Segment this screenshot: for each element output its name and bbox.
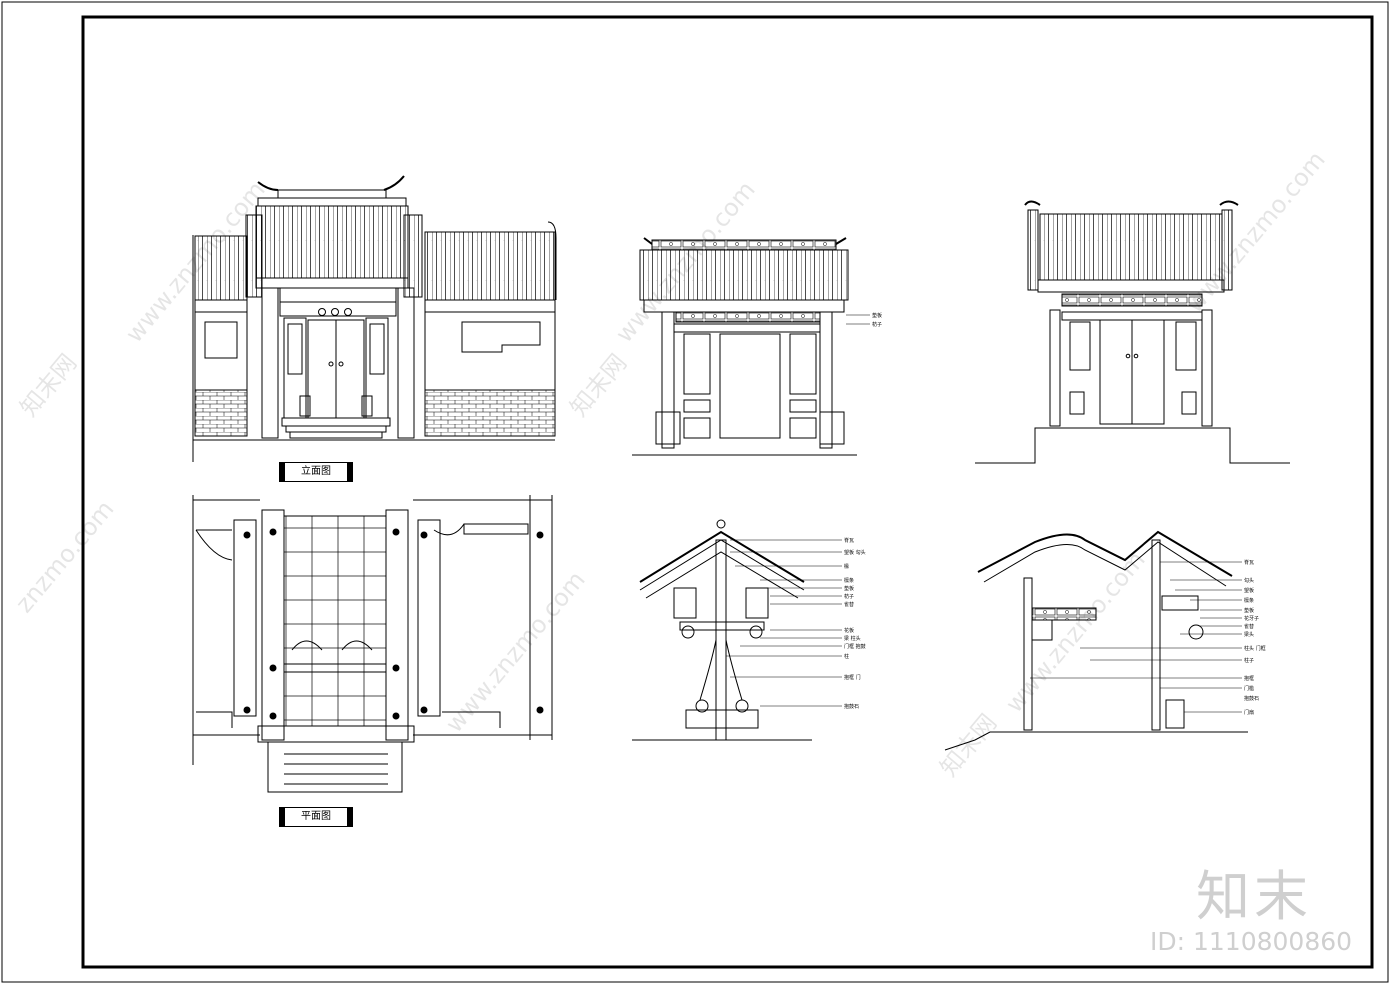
section1-label: 垫板 <box>844 586 855 592</box>
rear-elevation-drawing <box>975 200 1290 464</box>
section2-label: 花牙子 <box>1244 616 1260 622</box>
section2-label: 柱头 门框 <box>1244 646 1266 652</box>
floor-plan-drawing <box>192 495 553 793</box>
section2-label: 望板 <box>1244 588 1255 594</box>
watermark-id: ID: 1110800860 <box>1150 927 1353 956</box>
section1-label: 脊瓦 <box>844 538 855 544</box>
section2-label: 脊瓦 <box>1244 560 1255 566</box>
watermark-logo: 知末 <box>1196 865 1312 928</box>
section1-label: 花板 <box>844 628 855 634</box>
section2-label: 梁头 <box>1244 632 1255 638</box>
side-label: 垫板 <box>872 313 883 319</box>
sheet-border-inner <box>81 15 1374 969</box>
cross-section-2-drawing <box>944 530 1248 751</box>
section2-label: 檩条 <box>1244 598 1255 604</box>
elevation-title: 立面图 <box>279 462 353 482</box>
section2-label: 雀替 <box>1244 624 1255 630</box>
section2-label: 勾头 <box>1244 578 1255 584</box>
section2-label: 垫板 <box>1244 608 1255 614</box>
section2-label: 抱鼓石 <box>1244 696 1260 702</box>
section1-label: 柱 <box>844 654 850 660</box>
section1-label: 门框 抱鼓 <box>844 644 866 650</box>
section1-label: 抱框 门 <box>844 675 861 681</box>
section2-label: 抱框 <box>1244 676 1255 682</box>
section1-label: 椽 <box>844 564 850 570</box>
section1-label: 檩条 <box>844 578 855 584</box>
front-elevation-drawing <box>192 175 557 462</box>
section2-label: 柱子 <box>1244 658 1255 664</box>
section2-label: 门槛 <box>1244 686 1255 692</box>
side-elevation-drawing <box>632 237 870 456</box>
section2-label: 门扇 <box>1244 710 1255 716</box>
elevation-title-text: 立面图 <box>301 466 331 477</box>
section1-label: 望板 勾头 <box>844 550 866 556</box>
cross-section-1-drawing <box>632 519 842 741</box>
section1-label: 枋子 <box>844 594 855 600</box>
plan-title: 平面图 <box>279 807 353 827</box>
plan-title-text: 平面图 <box>301 811 331 822</box>
section1-label: 抱鼓石 <box>844 704 860 710</box>
side-label: 枋子 <box>872 322 883 328</box>
section1-label: 雀替 <box>844 602 855 608</box>
section1-label: 梁 柱头 <box>844 636 861 642</box>
